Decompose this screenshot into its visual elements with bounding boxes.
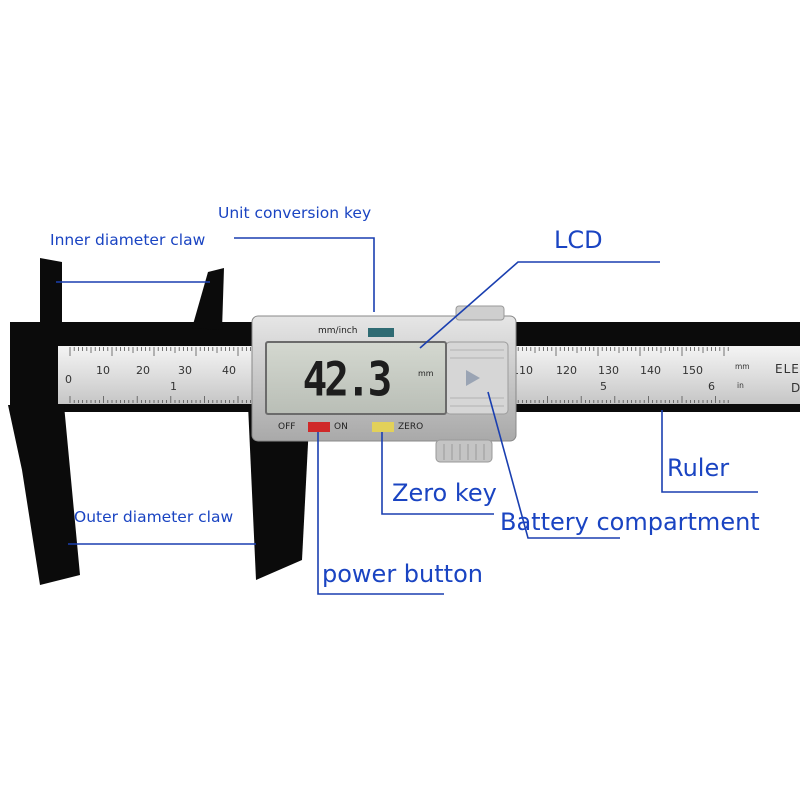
scale-ticks-left (69, 347, 252, 403)
on-label: ON (334, 422, 348, 432)
unit-mark-mm: mm (735, 362, 750, 371)
zero-label: ZERO (398, 422, 424, 432)
leader-power (317, 432, 444, 595)
brand-text-line1: ELE (775, 362, 800, 376)
lcd-unit: mm (418, 369, 434, 378)
off-label: OFF (278, 422, 296, 432)
scale-number: 20 (136, 364, 150, 377)
scale-left (58, 346, 256, 404)
mm-inch-label: mm/inch (318, 326, 358, 336)
scale-number: 150 (682, 364, 703, 377)
thumb-roller-top (455, 305, 505, 321)
callout-lcd: LCD (554, 226, 603, 254)
scale-number: 0 (65, 373, 72, 386)
leader-lcd (419, 261, 660, 349)
fixed-inner-claw (40, 258, 62, 330)
scale-number: 110 (512, 364, 533, 377)
thumb-roller-bottom (435, 439, 493, 463)
callout-outer-diameter-claw: Outer diameter claw (74, 508, 234, 526)
power-key[interactable] (308, 422, 330, 432)
fixed-outer-jaw (8, 405, 80, 585)
scale-number: 1 (170, 380, 177, 393)
scale-ticks-right (513, 347, 729, 403)
sliding-inner-claw (192, 268, 224, 330)
brand-text-line2: D (791, 381, 800, 395)
callout-zero-key: Zero key (392, 479, 497, 507)
scale-number: 6 (708, 380, 715, 393)
callout-unit-conversion-key: Unit conversion key (218, 204, 372, 222)
battery-arrow-icon (466, 370, 480, 386)
scale-right (510, 346, 800, 404)
mm-inch-key[interactable] (368, 328, 394, 337)
leader-unit-conversion (234, 237, 375, 312)
lcd-screen (265, 341, 447, 415)
leader-battery (487, 391, 620, 539)
zero-key[interactable] (372, 422, 394, 432)
callout-inner-diameter-claw: Inner diameter claw (50, 231, 206, 249)
scale-number: 130 (598, 364, 619, 377)
scale-number: 5 (600, 380, 607, 393)
scale-number: 10 (96, 364, 110, 377)
callout-power-button: power button (322, 560, 483, 588)
sliding-outer-jaw (248, 405, 310, 580)
scale-number: 40 (222, 364, 236, 377)
scale-number: 30 (178, 364, 192, 377)
callout-battery-compartment: Battery compartment (500, 508, 760, 536)
lcd-reading: 42.3 (302, 352, 393, 408)
leader-zero (381, 432, 494, 515)
scale-number: 140 (640, 364, 661, 377)
callout-ruler: Ruler (667, 454, 730, 482)
leader-ruler (661, 410, 758, 493)
scale-number: 120 (556, 364, 577, 377)
unit-mark-in: in (737, 381, 744, 390)
